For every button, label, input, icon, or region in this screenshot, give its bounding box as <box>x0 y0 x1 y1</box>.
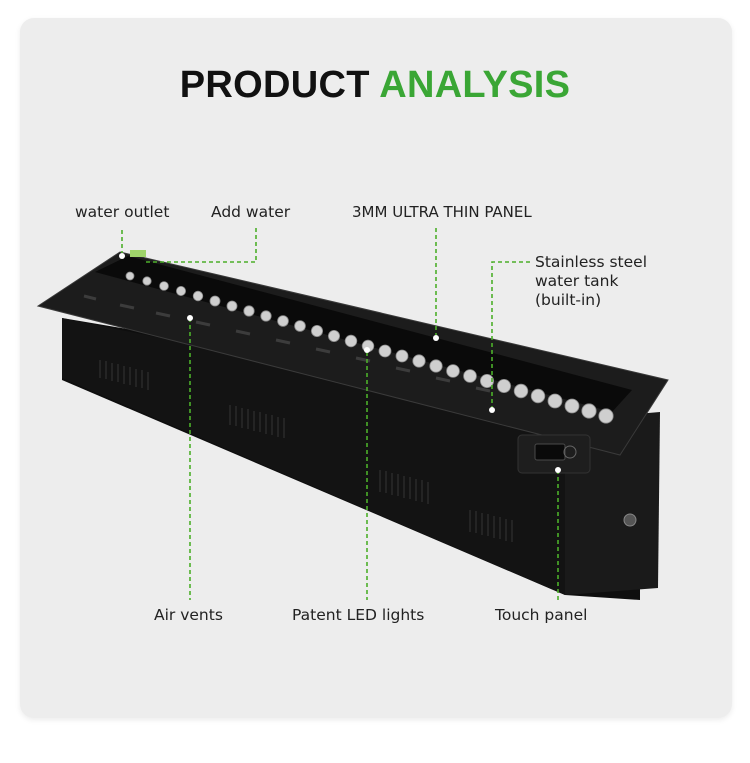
label-tank-line3: (built-in) <box>535 291 602 309</box>
callout-lines <box>121 228 559 600</box>
label-led-lights: Patent LED lights <box>292 606 425 624</box>
led-slot <box>95 256 632 412</box>
add-water-marker <box>130 250 146 257</box>
label-tank-line1: Stainless steel <box>535 253 647 271</box>
page-title: PRODUCT ANALYSIS <box>0 64 750 107</box>
title-part1: PRODUCT <box>179 64 370 106</box>
water-outlet-marker <box>119 253 125 259</box>
label-water-outlet: water outlet <box>75 203 170 221</box>
title-part2: ANALYSIS <box>379 64 571 106</box>
label-stainless-tank: Stainless steel water tank (built-in) <box>535 253 647 310</box>
led-lights-row <box>125 271 614 424</box>
fireplace-front-face <box>62 318 565 595</box>
label-air-vents: Air vents <box>154 606 223 624</box>
top-panel <box>36 251 669 456</box>
side-knob <box>623 513 637 527</box>
air-vents <box>99 360 513 542</box>
label-tank-line2: water tank <box>535 272 619 290</box>
label-add-water: Add water <box>211 203 291 221</box>
touch-panel-display <box>517 434 591 474</box>
label-ultra-thin-panel: 3MM ULTRA THIN PANEL <box>352 203 532 221</box>
label-touch-panel: Touch panel <box>495 606 588 624</box>
callout-dots <box>187 315 561 473</box>
